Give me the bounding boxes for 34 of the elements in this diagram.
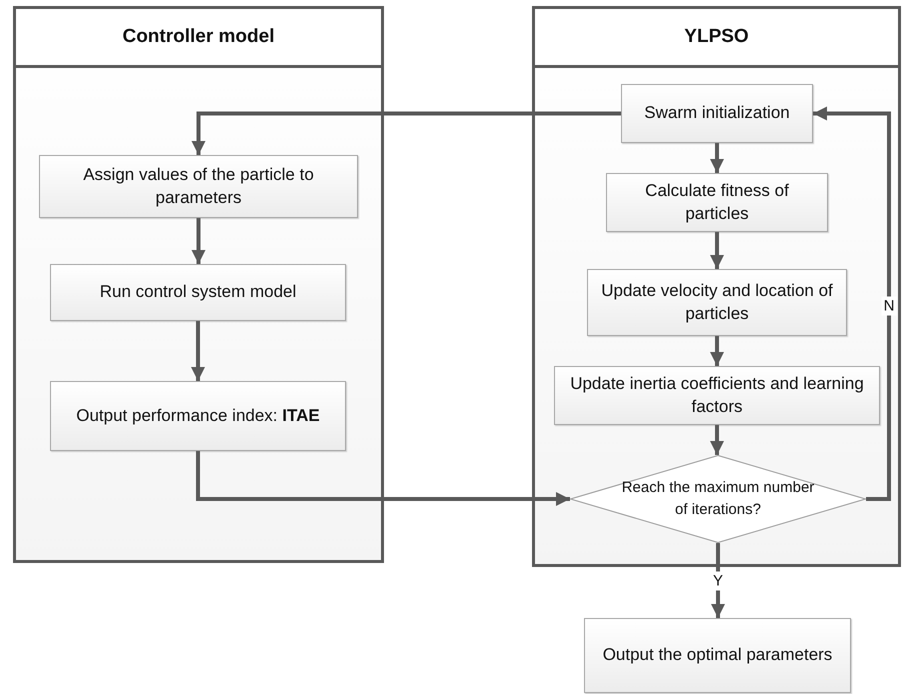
process-text: Update inertia coefficients and learning factors — [569, 372, 865, 418]
arrow — [196, 451, 570, 506]
arrow — [710, 425, 724, 455]
arrow — [711, 543, 725, 618]
process-box — [50, 264, 346, 321]
process-text: Run control system model — [100, 281, 296, 304]
process-box — [587, 269, 847, 336]
lane-title: YLPSO — [684, 26, 749, 48]
process-text: Update velocity and location of particles — [600, 280, 834, 324]
process-text: Assign values of the particle to parameters — [82, 164, 315, 208]
arrow — [192, 218, 206, 264]
process-box — [606, 173, 828, 232]
edge-label: Y — [711, 571, 725, 590]
arrow — [710, 143, 724, 173]
process-box — [584, 618, 851, 693]
swimlane — [13, 6, 384, 563]
process-box — [39, 155, 358, 218]
process-box — [50, 381, 346, 451]
swimlane — [532, 6, 901, 567]
process-text: Swarm initialization — [644, 102, 790, 124]
edge-label: N — [882, 296, 896, 316]
process-box — [621, 84, 813, 143]
arrow — [813, 106, 891, 501]
process-text: Output the optimal parameters — [602, 644, 832, 666]
arrow — [710, 336, 724, 366]
decision-diamond — [570, 455, 866, 543]
process-text: Output performance index: ITAE — [76, 404, 320, 427]
lane-title: Controller model — [122, 26, 274, 48]
process-box — [554, 366, 880, 425]
arrow — [710, 232, 724, 269]
decision-text: Reach the maximum number of iterations? — [620, 478, 816, 520]
process-text: Calculate fitness of particles — [644, 180, 790, 224]
arrow — [191, 321, 205, 381]
arrow — [192, 112, 621, 155]
